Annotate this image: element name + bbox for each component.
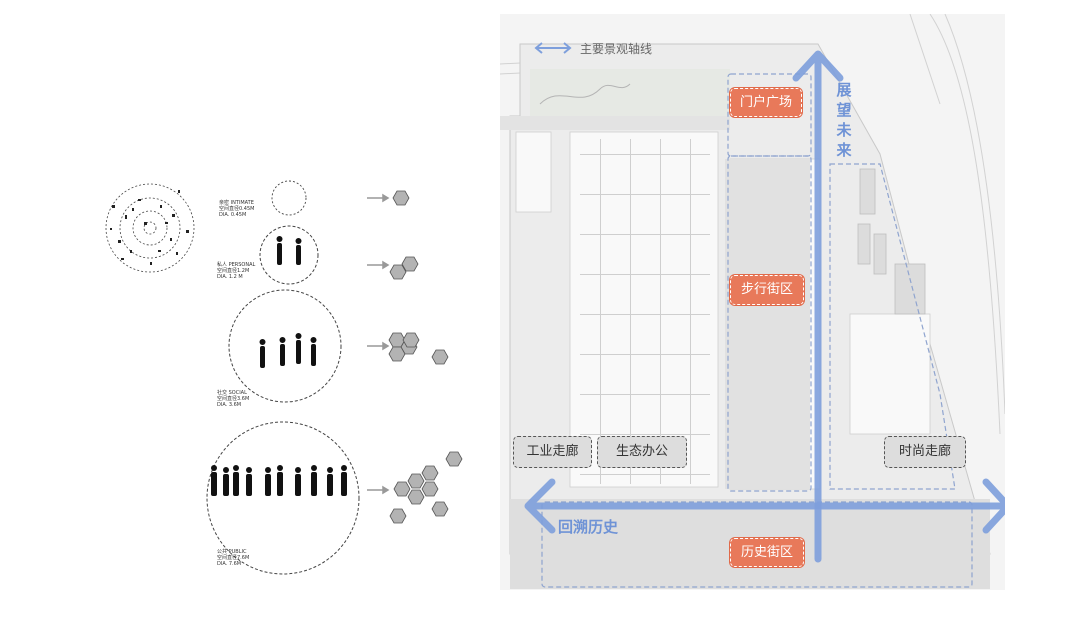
proxemics-graphic — [105, 180, 463, 575]
level-label-personal: 私人 PERSONAL 空间直径1.2M DIA. 1.2 M — [217, 262, 255, 280]
concentric-circles-icon — [105, 183, 195, 273]
level-diameter-cn: 空间直径0.45M — [219, 206, 255, 212]
horizontal-axis-label: 回溯历史 — [558, 518, 619, 536]
level-diameter: DIA. 0.45M — [219, 212, 247, 218]
zone-historic-street[interactable]: 历史街区 — [730, 538, 804, 567]
social-circle — [228, 289, 342, 403]
level-diameter: DIA. 1.2 M — [217, 274, 243, 280]
level-diameter-cn: 空间直径7.6M — [217, 555, 250, 561]
intimate-circle — [271, 180, 307, 216]
level-name: 私人 PERSONAL — [217, 262, 256, 268]
level-diameter-cn: 空间直径3.6M — [217, 396, 250, 402]
site-plan-map: 主要景观轴线 门户广场 步行街区 历史街区 工业走廊 生态办公 时尚走廊 展望未… — [500, 14, 1005, 590]
personal-people — [276, 236, 302, 265]
level-diameter: DIA. 7.6M — [217, 561, 242, 567]
arrow-icons — [367, 193, 390, 495]
social-people — [259, 333, 317, 368]
site-plan-base — [500, 14, 1005, 589]
public-people — [211, 465, 347, 496]
level-name: 公共 PUBLIC — [217, 549, 247, 555]
zone-gateway-plaza[interactable]: 门户广场 — [730, 88, 802, 117]
level-name: 亲密 INTIMATE — [219, 200, 254, 206]
personal-circle — [259, 225, 319, 285]
legend-arrow-icon — [534, 42, 572, 54]
zone-fashion-corridor[interactable]: 时尚走廊 — [884, 436, 966, 468]
zone-pedestrian-street[interactable]: 步行街区 — [730, 275, 804, 305]
legend-label: 主要景观轴线 — [580, 42, 653, 56]
level-name: 社交 SOCIAL — [217, 390, 247, 396]
horizontal-axis-arrow — [524, 478, 1005, 534]
level-diameter: DIA. 3.6M — [217, 402, 242, 408]
level-diameter-cn: 空间直径1.2M — [217, 268, 250, 274]
zone-eco-office[interactable]: 生态办公 — [597, 436, 687, 468]
vertical-axis-label: 展望未来 — [835, 80, 853, 160]
east-zone-outline — [829, 163, 956, 490]
level-label-social: 社交 SOCIAL 空间直径3.6M DIA. 3.6M — [217, 390, 249, 408]
level-label-intimate: 亲密 INTIMATE 空间直径0.45M DIA. 0.45M — [219, 200, 254, 218]
zone-industrial-corridor[interactable]: 工业走廊 — [513, 436, 592, 468]
proxemics-panel: 亲密 INTIMATE 空间直径0.45M DIA. 0.45M 私人 PERS… — [0, 0, 500, 617]
scatter-dots — [110, 190, 189, 265]
gateway-zone-outline — [727, 73, 812, 157]
level-label-public: 公共 PUBLIC 空间直径7.6M DIA. 7.6M — [217, 549, 249, 567]
public-circle — [206, 421, 360, 575]
vertical-axis-text: 展望未来 — [836, 81, 852, 159]
historic-zone-outline — [541, 501, 973, 588]
vertical-axis-arrow — [792, 50, 844, 563]
hexagon-icons — [388, 190, 463, 524]
